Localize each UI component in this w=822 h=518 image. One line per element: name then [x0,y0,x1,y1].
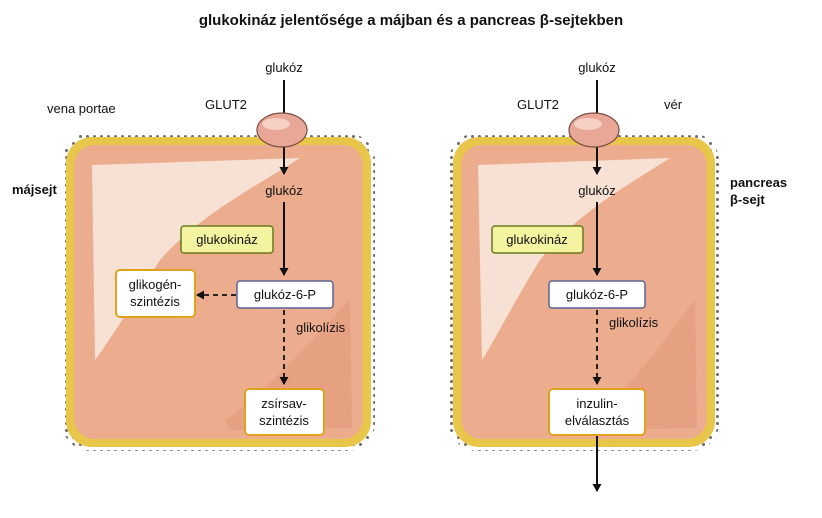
beta-pathway-label: glikolízis [609,315,659,330]
liver-enzyme-label: glukokináz [196,232,257,247]
beta-glucose-outside-label: glukóz [578,60,616,75]
liver-cell [62,80,375,451]
beta-glut2-label: GLUT2 [517,97,559,112]
liver-fattyacid-box [244,388,325,436]
liver-glucose-outside-label: glukóz [265,60,303,75]
beta-insulin-box [548,388,646,436]
liver-fattyacid-label-1: zsírsav- [261,396,307,411]
beta-intermediate-label: glukóz-6-P [566,287,628,302]
liver-glycogen-label-1: glikogén- [129,277,182,292]
beta-glucose-inside-label: glukóz [578,183,616,198]
liver-glycogen-box [115,269,196,318]
beta-insulin-label-2: elválasztás [565,413,630,428]
diagram-title: glukokináz jelentősége a májban és a pan… [199,12,623,29]
liver-glut2-highlight [262,118,290,130]
beta-insulin-label-1: inzulin- [576,396,617,411]
beta-vessel-label: vér [664,97,683,112]
beta-cell-label-2: β-sejt [730,192,765,207]
liver-pathway-label: glikolízis [296,320,346,335]
beta-enzyme-box [491,225,584,254]
beta-cytoplasm-light [478,158,670,360]
beta-enzyme-label: glukokináz [506,232,567,247]
liver-fattyacid-label-2: szintézis [259,413,309,428]
beta-glut2-transporter [568,112,620,148]
beta-intermediate-box [548,280,646,309]
beta-cell [449,80,719,492]
liver-vessel-label: vena portae [47,101,116,116]
liver-intermediate-label: glukóz-6-P [254,287,316,302]
liver-glucose-inside-label: glukóz [265,183,303,198]
liver-intermediate-box [236,280,334,309]
beta-cell-label-1: pancreas [730,175,787,190]
liver-glut2-label: GLUT2 [205,97,247,112]
liver-enzyme-box [180,225,274,254]
liver-cytoplasm-light [92,158,300,360]
liver-glut2-transporter [256,112,308,148]
liver-cell-label: májsejt [12,182,57,197]
beta-glut2-highlight [574,118,602,130]
liver-glycogen-label-2: szintézis [130,294,180,309]
